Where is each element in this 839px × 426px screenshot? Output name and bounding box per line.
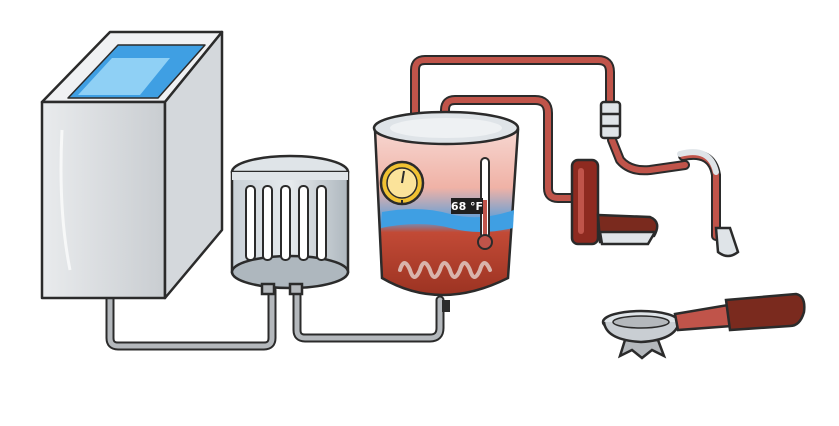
boiler-icon [372, 110, 520, 312]
group-head-icon [570, 158, 659, 246]
pump-motor-icon [230, 154, 350, 296]
steam-pipe-icon [410, 55, 690, 230]
temperature-label: 68 °F [451, 200, 483, 213]
heating-coil-icon [398, 261, 492, 279]
temperature-readout: 68 °F [451, 198, 483, 214]
water-pipe-icon [105, 285, 445, 351]
portafilter-icon [601, 292, 806, 360]
steam-wand-icon [599, 100, 740, 258]
thermometer-icon [477, 157, 493, 250]
water-tank-icon [40, 30, 224, 300]
pressure-gauge-icon [379, 160, 425, 206]
